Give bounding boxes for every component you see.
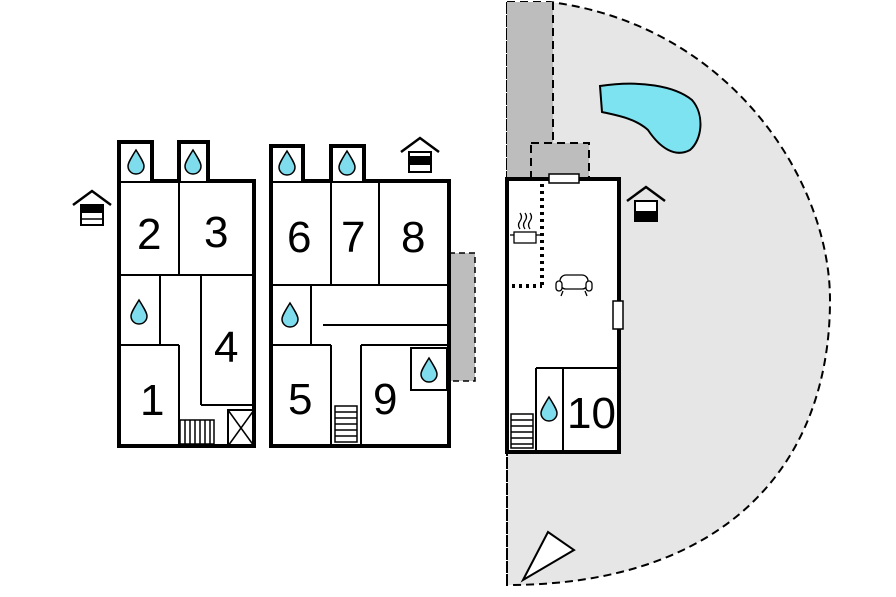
stairs-icon: [179, 419, 215, 445]
room-label: 6: [287, 213, 311, 262]
stairs-icon: [510, 413, 534, 449]
room-label: 1: [140, 376, 164, 425]
room-label: 4: [214, 323, 238, 372]
room-label: 3: [204, 208, 228, 257]
room-label: 5: [288, 375, 312, 424]
stairs-icon: [334, 405, 358, 443]
room-label: 2: [137, 210, 161, 259]
house-icon: [399, 136, 441, 174]
north-arrow-icon: [520, 530, 576, 583]
house-icon: [71, 189, 113, 227]
sofa-icon: [555, 274, 593, 297]
building-3: [505, 173, 624, 454]
pool-icon: [598, 82, 702, 154]
room-label: 7: [341, 213, 365, 262]
side-terrace: [448, 252, 476, 382]
building-2: [269, 144, 451, 448]
room-label: 9: [373, 375, 397, 424]
kitchen-pot-icon: [510, 212, 540, 244]
room-label: 8: [401, 213, 425, 262]
room-label: 10: [567, 389, 616, 438]
house-icon: [625, 185, 667, 223]
